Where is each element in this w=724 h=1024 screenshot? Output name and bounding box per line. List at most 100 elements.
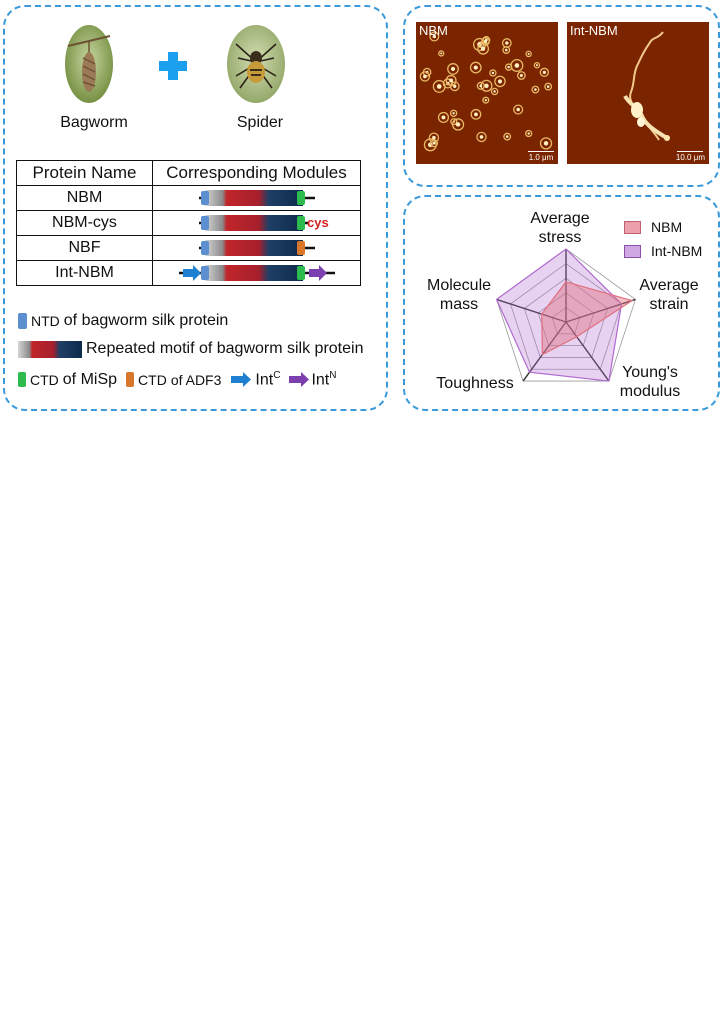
- spider-photo-icon: [227, 25, 285, 103]
- nbm-particle-core: [436, 84, 442, 89]
- legend-repeat: Repeated motif of bagworm silk protein: [18, 340, 363, 358]
- table-row: NBM: [16, 185, 361, 211]
- legend-ctd-int: CTD of MiSp CTD of ADF3 IntC IntN: [18, 370, 336, 389]
- radar-panel: [403, 195, 720, 411]
- ctd-adf3-swatch-icon: [126, 372, 135, 388]
- nbm-particle: [503, 132, 512, 141]
- spider-label: Spider: [236, 114, 284, 131]
- nbm-particles: [419, 31, 553, 152]
- ctd-misp-swatch-icon: [18, 372, 26, 388]
- nbm-particle: [489, 69, 497, 77]
- legend-ntd: NTD of bagworm silk protein: [18, 312, 228, 330]
- nbm-module-diagram: [198, 190, 315, 206]
- nbm-particle: [482, 36, 491, 45]
- legend-ctd-misp-text: of MiSp: [62, 370, 118, 388]
- int-nbm-fiber: [623, 31, 670, 141]
- nbm-particle-core: [484, 99, 487, 102]
- radar-axis-line: [565, 298, 636, 323]
- nbm-particle: [470, 108, 482, 120]
- legend-swatch-int-nbm-icon: [624, 244, 641, 258]
- scalebar-nbm: 1.0 μm: [528, 150, 554, 162]
- bagworm-label: Bagworm: [60, 114, 128, 131]
- int-nbm-module-diagram: [178, 265, 335, 281]
- radar-grid-ring: [551, 306, 581, 335]
- nbm-particle-core: [491, 71, 495, 75]
- radar-axis-line: [565, 321, 610, 382]
- nbm-particle: [430, 139, 439, 148]
- nbm-particle: [477, 42, 490, 55]
- radar-grid-ring: [509, 263, 623, 370]
- table-row: NBF: [16, 235, 361, 261]
- legend-ctd-adf3-abbr: CTD: [138, 371, 167, 388]
- scalebar-int-nbm: 10.0 μm: [676, 150, 705, 162]
- protein-table: Protein Name Corresponding Modules NBM N…: [16, 160, 361, 286]
- protein-name-nbm: NBM: [16, 185, 153, 211]
- intc-arrow-icon: [231, 372, 252, 388]
- legend-intc: IntC: [255, 370, 281, 389]
- module-cell: cys: [152, 210, 361, 236]
- nbm-particle: [539, 67, 550, 78]
- nbm-particle: [494, 75, 506, 88]
- nbm-particle: [449, 81, 460, 92]
- bagworm-photo-icon: [65, 25, 113, 103]
- nbf-module-diagram: [198, 240, 315, 256]
- axis-label-toughness: Toughness: [436, 375, 514, 392]
- nbm-particle-core: [484, 40, 488, 44]
- nbm-particle: [442, 78, 453, 89]
- radar-grid-ring: [537, 292, 595, 347]
- nbm-particle-core: [480, 46, 486, 51]
- nbm-particle: [525, 50, 532, 58]
- nbm-particle: [445, 74, 457, 86]
- nbm-particle-core: [440, 52, 443, 55]
- module-cell: [152, 260, 361, 286]
- afm-title-int-nbm: Int-NBM: [570, 23, 618, 38]
- nbm-particle: [539, 137, 553, 150]
- afm-panel: [403, 5, 720, 187]
- nbm-particle: [419, 71, 431, 82]
- nbm-particle-core: [542, 70, 546, 74]
- nbm-particle-core: [493, 90, 496, 93]
- nbm-particle-core: [484, 83, 489, 88]
- nbm-particle-core: [449, 78, 454, 83]
- nbm-particle: [481, 37, 490, 46]
- nbm-particle-core: [527, 132, 530, 135]
- legend-ctd-misp-abbr: CTD: [30, 371, 59, 388]
- nbm-particle: [437, 111, 450, 124]
- protein-name-nbf: NBF: [16, 235, 153, 261]
- nbm-particle: [482, 96, 490, 104]
- nbm-particle-core: [546, 85, 550, 88]
- nbm-cys-module-diagram: [198, 215, 309, 231]
- legend-item-int-nbm: Int-NBM: [624, 241, 702, 261]
- nbm-particle: [502, 46, 511, 54]
- legend-ntd-abbr: NTD: [31, 313, 60, 329]
- table-row: NBM-cys cys: [16, 210, 361, 236]
- legend-label-nbm: NBM: [651, 219, 683, 235]
- nbm-particle-core: [452, 112, 455, 115]
- radar-chart: [495, 248, 636, 382]
- nbm-particle-core: [473, 65, 478, 70]
- legend-intn: IntN: [311, 370, 337, 389]
- nbm-particle-core: [527, 52, 530, 55]
- nbm-particle-core: [534, 88, 537, 91]
- nbm-particle-core: [505, 135, 509, 138]
- nbm-particle-core: [516, 107, 520, 112]
- legend-label-int-nbm: Int-NBM: [651, 243, 703, 259]
- nbm-particle-core: [432, 34, 437, 39]
- nbm-particle-core: [504, 48, 508, 52]
- legend-ctd-adf3-text: of ADF3: [170, 371, 222, 388]
- radar-grid-ring: [523, 277, 609, 358]
- legend-ntd-text: of bagworm silk protein: [63, 312, 229, 329]
- nbm-particle-core: [450, 66, 456, 72]
- nbm-particle-core: [543, 141, 549, 146]
- nbm-particle: [438, 50, 445, 57]
- nbm-particle: [513, 104, 524, 115]
- afm-image-int-nbm: Int-NBM 10.0 μm: [567, 22, 709, 164]
- table-header-protein-name: Protein Name: [16, 160, 153, 186]
- nbm-particle-core: [479, 84, 483, 88]
- plus-icon: [159, 52, 187, 80]
- nbm-particle-core: [423, 74, 427, 79]
- nbm-particle: [531, 85, 540, 94]
